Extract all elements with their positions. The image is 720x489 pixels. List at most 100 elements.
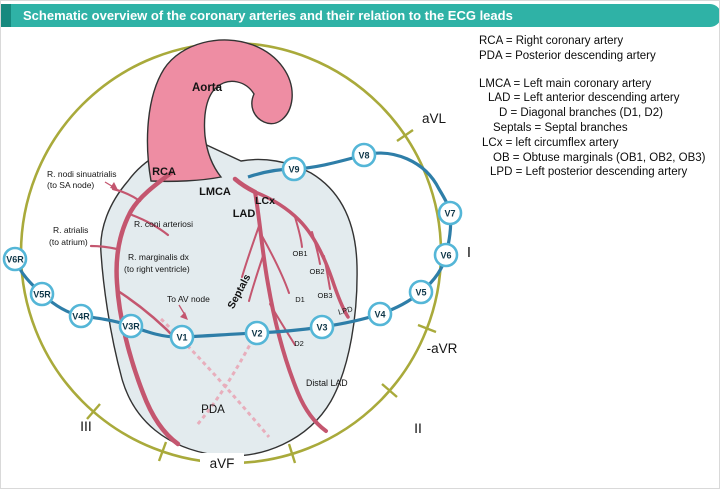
lead-label: V6: [440, 250, 451, 260]
legend-gap: [479, 64, 706, 77]
limb-label-iii: III: [80, 418, 92, 434]
lcx-vessel: [253, 190, 350, 319]
lead-label: V3R: [122, 321, 140, 331]
pda-vessel-branch: [195, 338, 255, 426]
limb-label-neg-avr: -aVR: [427, 341, 458, 356]
legend-item-lmca: LMCA = Left main coronary artery: [479, 77, 652, 90]
tick-avr: [417, 323, 437, 334]
lead-v4r: V4R: [68, 303, 94, 329]
d2-branch: [269, 303, 296, 346]
lead-v5r: V5R: [29, 281, 55, 307]
limb-label-i: I: [467, 244, 471, 261]
r-coni-label: R. coni arteriosi: [134, 219, 193, 229]
lead-v8: V8: [351, 142, 377, 168]
lead-circle: [351, 142, 377, 168]
r-atrialis-label-line2: (to atrium): [49, 237, 88, 247]
lad-label: LAD: [233, 208, 256, 220]
lead-v1: V1: [169, 324, 195, 350]
to-av-node-label: To AV node: [167, 294, 210, 304]
limb-lead-labels: aVL I -aVR II aVF III: [80, 111, 471, 472]
lead-circle: [2, 246, 28, 272]
lead-v4: V4: [367, 301, 393, 327]
atrialis-branch: [89, 244, 119, 251]
sa-node-branch: [111, 187, 142, 203]
lead-v9: V9: [281, 156, 307, 182]
lead-circle: [367, 301, 393, 327]
r-marginalis-label-line2: (to right ventricle): [124, 264, 190, 274]
tick-iii: [86, 403, 101, 420]
lead-label: V2: [251, 328, 262, 338]
aorta-label: Aorta: [192, 82, 223, 94]
rca-label: RCA: [152, 166, 176, 178]
ob3-branch: [323, 255, 331, 290]
lmca-label: LMCA: [199, 186, 231, 198]
d2-label: D2: [294, 339, 304, 348]
lead-v6: V6: [433, 242, 459, 268]
r-marginalis-label-line1: R. marginalis dx: [128, 252, 190, 262]
tick-avf-right: [287, 443, 297, 464]
precordial-leads: V6R V5R V4R V3R V1 V2 V3 V4 V5 V6 V7 V8 …: [2, 142, 463, 350]
lead-circle: [29, 281, 55, 307]
ob2-branch: [311, 231, 321, 265]
lead-label: V9: [288, 164, 299, 174]
lead-circle: [118, 313, 144, 339]
legend-item-lpd: LPD = Left posterior descending artery: [490, 166, 688, 179]
lead-v6r: V6R: [2, 246, 28, 272]
rca-vessel: [114, 170, 181, 447]
pda-label: PDA: [201, 404, 225, 416]
lead-circle: [408, 279, 434, 305]
lead-circle: [433, 242, 459, 268]
distal-lad-label: Distal LAD: [306, 378, 348, 388]
tick-avl: [396, 129, 414, 142]
avf-label-backdrop: [200, 453, 244, 472]
lead-circle: [437, 200, 463, 226]
limb-label-ii: II: [414, 420, 422, 436]
limb-label-avf: aVF: [210, 456, 235, 471]
lead-v3: V3: [309, 314, 335, 340]
lead-label: V5: [415, 287, 426, 297]
lpd-label: LPD: [337, 304, 354, 316]
legend-item-pda: PDA = Posterior descending artery: [479, 49, 656, 62]
lcx-label: LCx: [255, 195, 275, 207]
septal-branch-1: [241, 225, 260, 278]
legend-item-ob: OB = Obtuse marginals (OB1, OB2, OB3): [493, 151, 706, 164]
page-title: Schematic overview of the coronary arter…: [23, 8, 513, 23]
d1-label: D1: [295, 295, 305, 304]
ob3-label: OB3: [317, 291, 332, 300]
lead-label: V7: [444, 208, 455, 218]
r-atrialis-label-line1: R. atrialis: [53, 225, 88, 235]
header-accent-block: [1, 4, 11, 27]
lead-circle: [281, 156, 307, 182]
legend-item-lad: LAD = Left anterior descending artery: [488, 92, 680, 105]
lead-circle: [309, 314, 335, 340]
lead-label: V5R: [33, 289, 51, 299]
lead-circle: [169, 324, 195, 350]
sa-pointer-arrowhead-icon: [110, 182, 118, 190]
r-nodi-label-line1: R. nodi sinuatrialis: [47, 169, 116, 179]
lad-vessel: [253, 190, 328, 433]
tick-ii: [381, 383, 398, 398]
septal-branch-2: [248, 255, 264, 302]
lead-v7: V7: [437, 200, 463, 226]
lead-label: V1: [176, 332, 187, 342]
ob1-label: OB1: [292, 249, 307, 258]
header-title-strip: Schematic overview of the coronary arter…: [11, 4, 719, 27]
lead-v5: V5: [408, 279, 434, 305]
r-nodi-label-line2: (to SA node): [47, 180, 94, 190]
legend: RCA = Right coronary artery PDA = Poster…: [479, 34, 706, 180]
tick-avf-left: [157, 441, 168, 462]
lead-v3r: V3R: [118, 313, 144, 339]
lead-v2: V2: [244, 320, 270, 346]
ob2-label: OB2: [309, 267, 324, 276]
lead-label: V4R: [72, 311, 90, 321]
coni-branch: [130, 213, 170, 237]
d1-branch: [261, 235, 290, 294]
lead-circle: [68, 303, 94, 329]
legend-item-rca: RCA = Right coronary artery: [479, 35, 624, 47]
aorta-shape: [146, 39, 293, 183]
legend-item-septals: Septals = Septal branches: [493, 121, 628, 134]
legend-item-lcx: LCx = left circumflex artery: [482, 136, 619, 149]
legend-item-d: D = Diagonal branches (D1, D2): [499, 107, 663, 120]
